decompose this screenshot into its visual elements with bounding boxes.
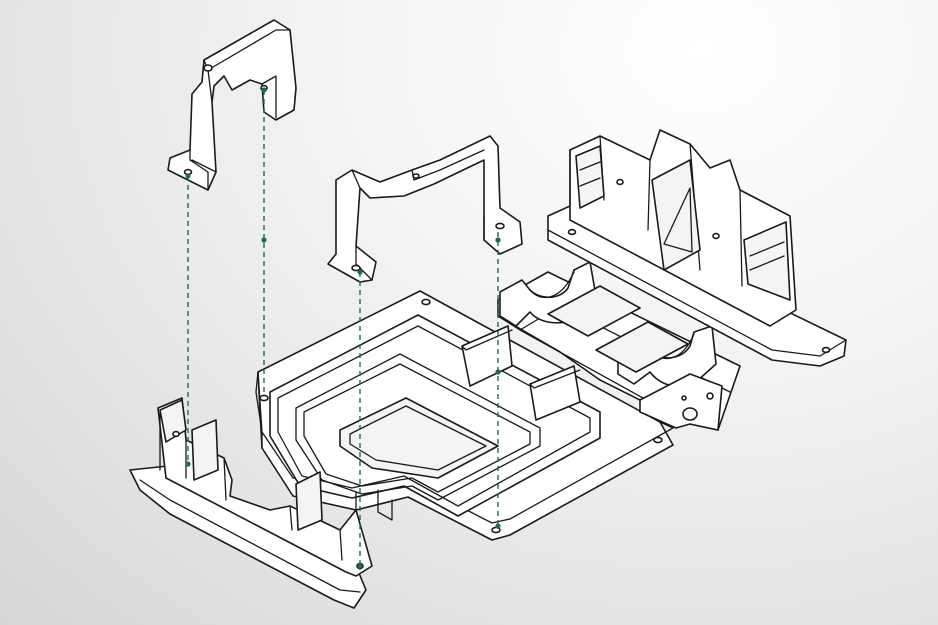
saddle-front-curve (529, 271, 575, 298)
rear-support-block (497, 261, 741, 431)
bumper-tab-right (295, 471, 323, 531)
chassis-base-tray (255, 290, 674, 541)
guide-dot-2a (261, 87, 267, 93)
bulkhead-triangle-cutout (663, 187, 693, 253)
support-side-plate (639, 373, 723, 431)
guide-dot-3a (357, 269, 363, 275)
bulkhead-base-edge (547, 229, 847, 357)
bulkhead-foot-hole-left (567, 228, 577, 236)
tray-middle-wall (295, 353, 541, 501)
bracket-left-body (167, 19, 297, 191)
clip-left-edge (461, 329, 513, 351)
support-cutout-1 (547, 285, 641, 337)
guide-dot-4b (495, 369, 501, 375)
bulkhead-tab-hole (616, 178, 624, 186)
guide-dot-1a (185, 173, 191, 179)
guide-dot-3b (357, 563, 363, 569)
bulkhead-rib-left (575, 145, 605, 209)
bumper-tab-mid (191, 419, 219, 481)
tray-inner-pocket-rim (349, 405, 487, 471)
tray-outer-wall-top (277, 325, 591, 507)
bulkhead-rib-right (743, 221, 791, 301)
bracket-center-hole-left (351, 264, 361, 272)
bracket-center-edges (351, 149, 485, 281)
side-plate-hole-tiny (681, 395, 687, 401)
bulkhead-foot-hole-right (821, 346, 831, 354)
bumper-upright-edge (159, 413, 343, 561)
bumper-tab-left (159, 399, 187, 443)
bumper-blade-edge (139, 479, 361, 593)
front-bumper (129, 397, 373, 609)
clip-right-body (529, 365, 581, 421)
tray-mount-hole-right (653, 436, 663, 444)
side-plate-hole-small (706, 392, 714, 400)
bracket-left-hole-top (203, 64, 213, 72)
tray-mount-hole-left (259, 394, 269, 402)
bulkhead-tab-hole-2 (712, 232, 720, 240)
guide-dot-4c (495, 523, 501, 529)
assembly-guide-lines (185, 87, 501, 570)
bumper-hole-left (172, 430, 180, 438)
guide-dot-2b (261, 237, 267, 243)
bracket-center-body (327, 135, 523, 283)
guide-dot-1b (185, 461, 191, 467)
clip-right (529, 365, 581, 421)
bracket-center (327, 135, 523, 283)
tray-mount-hole-rear (421, 298, 431, 306)
tray-inner-pocket (339, 397, 499, 479)
bracket-center-hole-top (412, 173, 420, 179)
bulkhead-slots (579, 161, 785, 271)
clip-right-edge (529, 369, 581, 389)
rear-bulkhead-frame (547, 129, 847, 367)
bracket-left (167, 19, 297, 191)
tray-middle-wall-top (303, 363, 531, 493)
guide-dot-4a (495, 237, 501, 243)
bracket-center-hole-right (495, 222, 505, 230)
support-cutout-2 (595, 321, 689, 373)
side-plate-hole-large (682, 407, 698, 421)
